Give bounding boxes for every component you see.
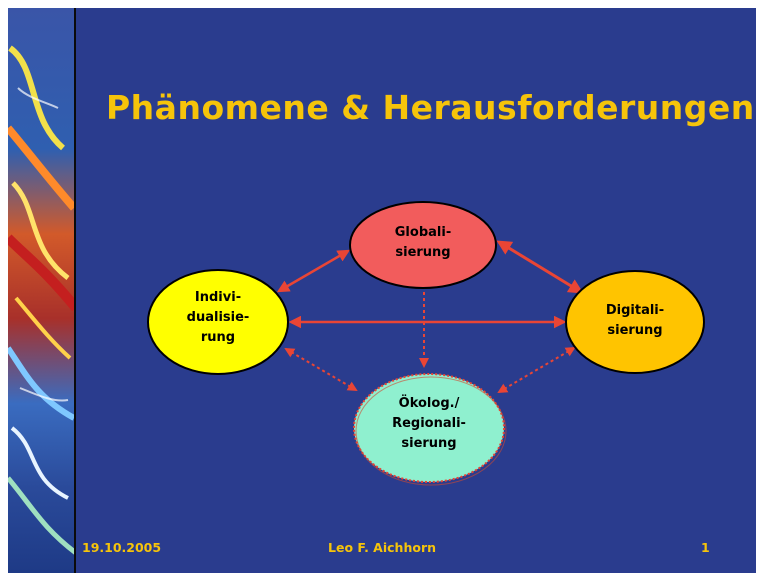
footer-page-number: 1 [701,540,710,555]
node-globalisierung [349,201,497,289]
node-regionalisierung [353,373,505,483]
node-individualisierung [147,269,289,375]
arrow-globalisierung-individualisierung [276,249,351,293]
node-digitalisierung [565,270,705,374]
label-globalisierung: Globali- sierung [394,225,452,260]
footer-date: 19.10.2005 [82,540,162,555]
decorative-painting-strip [8,8,76,573]
label-regionalisierung: Ökolog./ Regionali- sierung [392,396,466,451]
label-digitalisierung: Digitali- sierung [605,303,665,338]
arrow-digitalisierung-regionalisierung [497,346,576,394]
footer-author: Leo F. Aichhorn [328,540,437,555]
slide-title: Phänomene & Herausforderungen [106,88,755,127]
slide: Phänomene & Herausforderungen Globali- s… [8,8,756,573]
label-individualisierung: Indivi- dualisie- rung [186,290,250,345]
relationship-diagram [147,201,705,486]
arrow-individualisierung-regionalisierung [284,347,358,392]
arrow-globalisierung-digitalisierung [496,240,584,294]
